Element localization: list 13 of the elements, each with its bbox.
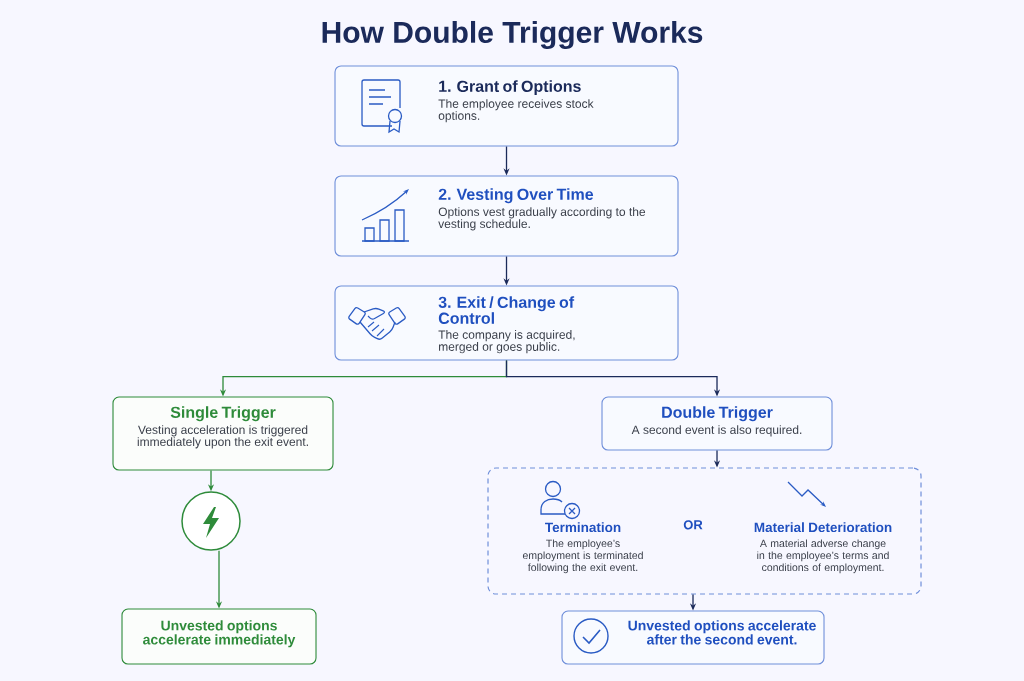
step-box: 1. Grant of Options The employee receives stock options. [334, 65, 679, 147]
outcome-box: Double Trigger A second event is also required. [601, 396, 833, 451]
step-box: 2. Vesting Over Time Options vest gradually according to the vesting schedule. [334, 175, 679, 257]
outcome-box: Single Trigger Vesting acceleration is triggered immediately upon the exit event. [112, 396, 334, 471]
step-box: 3. Exit / Change of Control The company is acquired, merged or goes public. [334, 285, 679, 361]
title: How Double Trigger Works [322, 20, 703, 50]
condition-text: Material Deterioration A material adverse change in the employee’s terms and conditions of employment. [754, 522, 892, 574]
condition-text: Termination The employee’s employment is terminated following the exit event. [522, 522, 643, 574]
conditions-panel [487, 467, 922, 595]
result-box: Unvested options accelerate after the second event. [561, 610, 825, 665]
result-box: Unvested options accelerate immediately [121, 608, 317, 665]
or-label: OR [683, 520, 703, 530]
lightning-circle [181, 491, 241, 551]
